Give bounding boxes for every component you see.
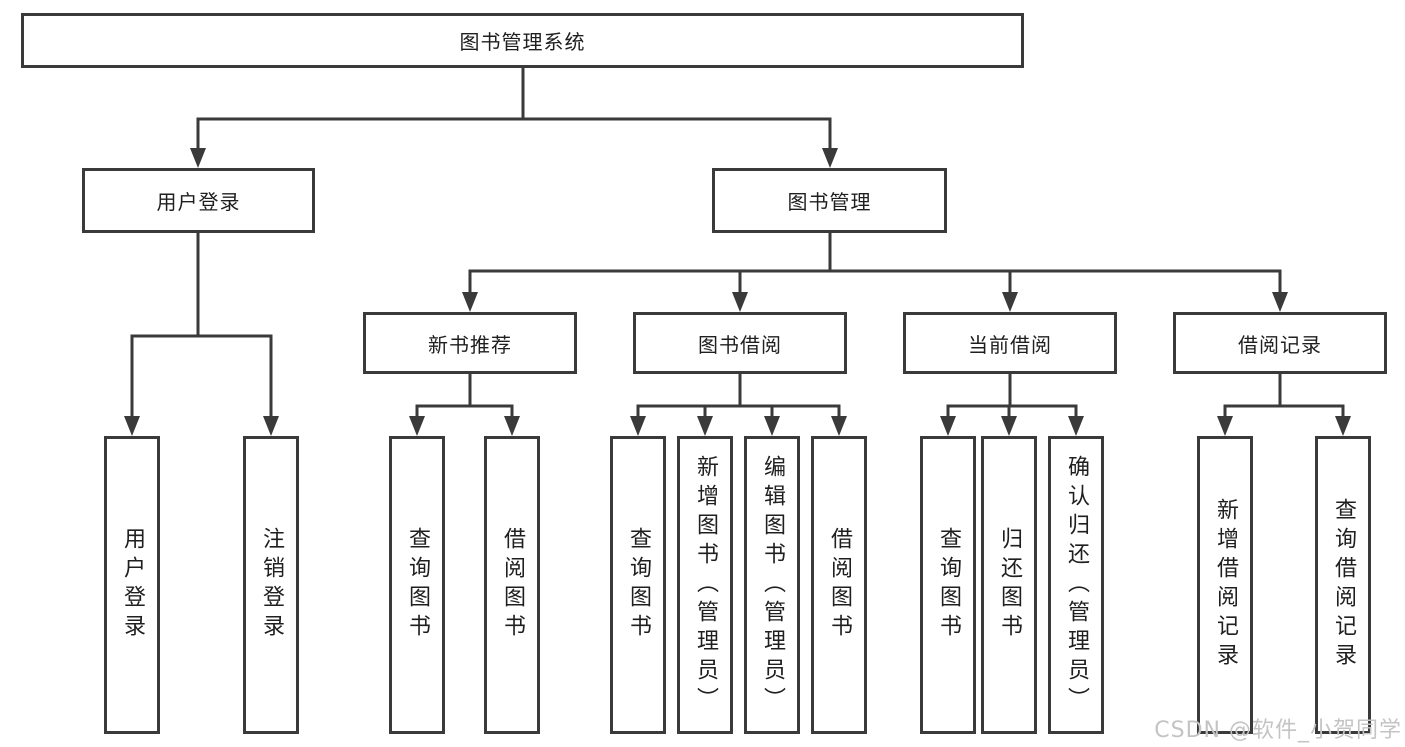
arrowhead-icon bbox=[1001, 416, 1017, 436]
leaf-borrow-borrow-label: 借阅图书 bbox=[827, 527, 852, 643]
node-root: 图书管理系统 bbox=[21, 13, 1024, 68]
arrowhead-icon bbox=[732, 292, 748, 312]
leaf-borrow-edit-admin-label: 编辑图书（管理员） bbox=[760, 454, 785, 716]
leaf-current-return-label: 归还图书 bbox=[997, 527, 1022, 643]
arrowhead-icon bbox=[1068, 416, 1084, 436]
leaf-borrow-add-admin: 新增图书（管理员） bbox=[677, 436, 733, 734]
node-user-login: 用户登录 bbox=[82, 168, 315, 233]
leaf-record-add: 新增借阅记录 bbox=[1197, 436, 1253, 734]
node-new-book-recommend: 新书推荐 bbox=[363, 312, 577, 374]
leaf-user-login-label: 用户登录 bbox=[120, 527, 145, 643]
leaf-current-return: 归还图书 bbox=[981, 436, 1037, 734]
leaf-borrow-query: 查询图书 bbox=[610, 436, 666, 734]
leaf-record-query: 查询借阅记录 bbox=[1315, 436, 1371, 734]
leaf-current-query: 查询图书 bbox=[920, 436, 976, 734]
node-borrow-records-label: 借阅记录 bbox=[1238, 332, 1322, 357]
leaf-record-query-label: 查询借阅记录 bbox=[1331, 498, 1356, 672]
leaf-newbooks-query: 查询图书 bbox=[389, 436, 445, 734]
node-book-borrow: 图书借阅 bbox=[633, 312, 847, 374]
watermark: CSDN @软件_小贺同学 bbox=[1154, 718, 1402, 743]
arrowhead-icon bbox=[822, 148, 838, 168]
node-book-management-label: 图书管理 bbox=[787, 190, 872, 214]
node-book-management: 图书管理 bbox=[712, 168, 947, 233]
arrowhead-icon bbox=[263, 416, 279, 436]
arrowhead-icon bbox=[1335, 416, 1351, 436]
leaf-current-confirm-admin: 确认归还（管理员） bbox=[1048, 436, 1104, 734]
arrowhead-icon bbox=[462, 292, 478, 312]
arrowhead-icon bbox=[1217, 416, 1233, 436]
leaf-user-login: 用户登录 bbox=[104, 436, 160, 734]
arrowhead-icon bbox=[124, 416, 140, 436]
leaf-borrow-query-label: 查询图书 bbox=[626, 527, 651, 643]
leaf-record-add-label: 新增借阅记录 bbox=[1213, 498, 1238, 672]
leaf-logout-label: 注销登录 bbox=[259, 527, 284, 643]
leaf-borrow-edit-admin: 编辑图书（管理员） bbox=[744, 436, 800, 734]
leaf-newbooks-query-label: 查询图书 bbox=[405, 527, 430, 643]
arrowhead-icon bbox=[409, 416, 425, 436]
arrowhead-icon bbox=[764, 416, 780, 436]
leaf-borrow-add-admin-label: 新增图书（管理员） bbox=[693, 454, 718, 716]
arrowhead-icon bbox=[630, 416, 646, 436]
leaf-current-confirm-admin-label: 确认归还（管理员） bbox=[1064, 454, 1089, 716]
leaf-current-query-label: 查询图书 bbox=[936, 527, 961, 643]
node-user-login-label: 用户登录 bbox=[156, 190, 241, 214]
arrowhead-icon bbox=[190, 148, 206, 168]
leaf-borrow-borrow: 借阅图书 bbox=[811, 436, 867, 734]
arrowhead-icon bbox=[1002, 292, 1018, 312]
leaf-logout: 注销登录 bbox=[243, 436, 299, 734]
arrowhead-icon bbox=[504, 416, 520, 436]
node-current-borrow-label: 当前借阅 bbox=[968, 332, 1052, 357]
arrowhead-icon bbox=[940, 416, 956, 436]
arrowhead-icon bbox=[831, 416, 847, 436]
node-current-borrow: 当前借阅 bbox=[903, 312, 1117, 374]
arrowhead-icon bbox=[1272, 292, 1288, 312]
leaf-newbooks-borrow-label: 借阅图书 bbox=[500, 527, 525, 643]
arrowhead-icon bbox=[697, 416, 713, 436]
leaf-newbooks-borrow: 借阅图书 bbox=[484, 436, 540, 734]
node-root-label: 图书管理系统 bbox=[459, 30, 586, 54]
node-book-borrow-label: 图书借阅 bbox=[698, 332, 782, 357]
node-new-book-recommend-label: 新书推荐 bbox=[428, 332, 512, 357]
node-borrow-records: 借阅记录 bbox=[1173, 312, 1387, 374]
